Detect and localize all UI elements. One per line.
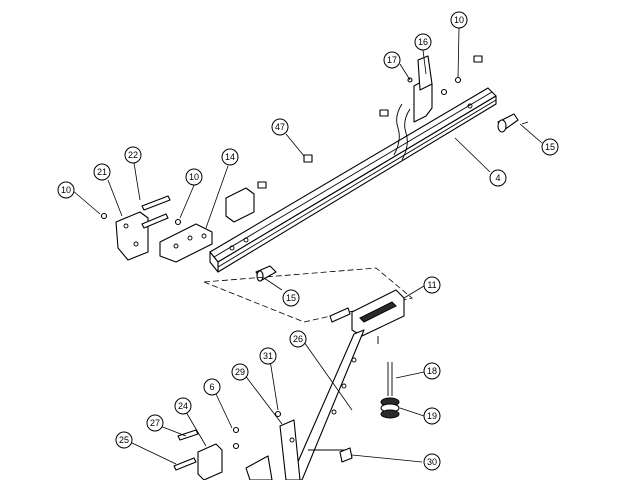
spring-stem xyxy=(380,362,400,419)
callout-16: 16 xyxy=(414,33,432,51)
end-screw-left xyxy=(255,265,277,282)
callout-label: 24 xyxy=(178,401,188,411)
callout-label: 4 xyxy=(495,173,500,183)
callout-label: 16 xyxy=(418,37,428,47)
callout-11: 11 xyxy=(423,276,441,294)
callout-10-middle: 10 xyxy=(185,168,203,186)
wall-bracket xyxy=(100,195,182,261)
callout-27: 27 xyxy=(146,414,164,432)
callout-29: 29 xyxy=(231,363,249,381)
lower-bracket xyxy=(173,410,353,480)
callout-label: 27 xyxy=(150,418,160,428)
end-screw-right xyxy=(497,113,529,133)
rail-end-bracket xyxy=(303,55,483,163)
callout-6: 6 xyxy=(203,378,221,396)
callout-21: 21 xyxy=(93,163,111,181)
callout-17: 17 xyxy=(383,51,401,69)
callout-label: 18 xyxy=(427,366,437,376)
callout-label: 15 xyxy=(545,142,555,152)
callout-10-left: 10 xyxy=(57,181,75,199)
callout-18: 18 xyxy=(423,362,441,380)
callout-4: 4 xyxy=(489,169,507,187)
callout-14: 14 xyxy=(221,148,239,166)
callout-label: 17 xyxy=(387,55,397,65)
carriage xyxy=(329,289,405,344)
leader-lines xyxy=(71,27,543,465)
callout-label: 10 xyxy=(61,185,71,195)
callout-label: 21 xyxy=(97,167,107,177)
callout-25: 25 xyxy=(115,431,133,449)
callout-30: 30 xyxy=(423,453,441,471)
callout-31: 31 xyxy=(259,347,277,365)
callout-label: 47 xyxy=(275,122,285,132)
callout-label: 29 xyxy=(235,367,245,377)
callout-label: 14 xyxy=(225,152,235,162)
callout-10-top-right: 10 xyxy=(450,11,468,29)
callout-label: 19 xyxy=(427,411,437,421)
callout-15-right: 15 xyxy=(541,138,559,156)
callout-label: 15 xyxy=(286,293,296,303)
callout-15-left: 15 xyxy=(282,289,300,307)
callout-label: 22 xyxy=(128,150,138,160)
guide-dashed-outline xyxy=(203,267,413,323)
callout-label: 10 xyxy=(189,172,199,182)
callout-22: 22 xyxy=(124,146,142,164)
callout-24: 24 xyxy=(174,397,192,415)
scissor-arms xyxy=(245,329,365,480)
callout-label: 25 xyxy=(119,435,129,445)
callout-label: 26 xyxy=(293,334,303,344)
callout-label: 10 xyxy=(454,15,464,25)
callout-label: 30 xyxy=(427,457,437,467)
callout-label: 11 xyxy=(427,280,436,290)
callout-label: 6 xyxy=(209,382,214,392)
callout-47: 47 xyxy=(271,118,289,136)
mounting-plate xyxy=(159,181,267,263)
callout-26: 26 xyxy=(289,330,307,348)
callout-19: 19 xyxy=(423,407,441,425)
main-rail xyxy=(209,87,497,273)
callout-label: 31 xyxy=(263,351,273,361)
